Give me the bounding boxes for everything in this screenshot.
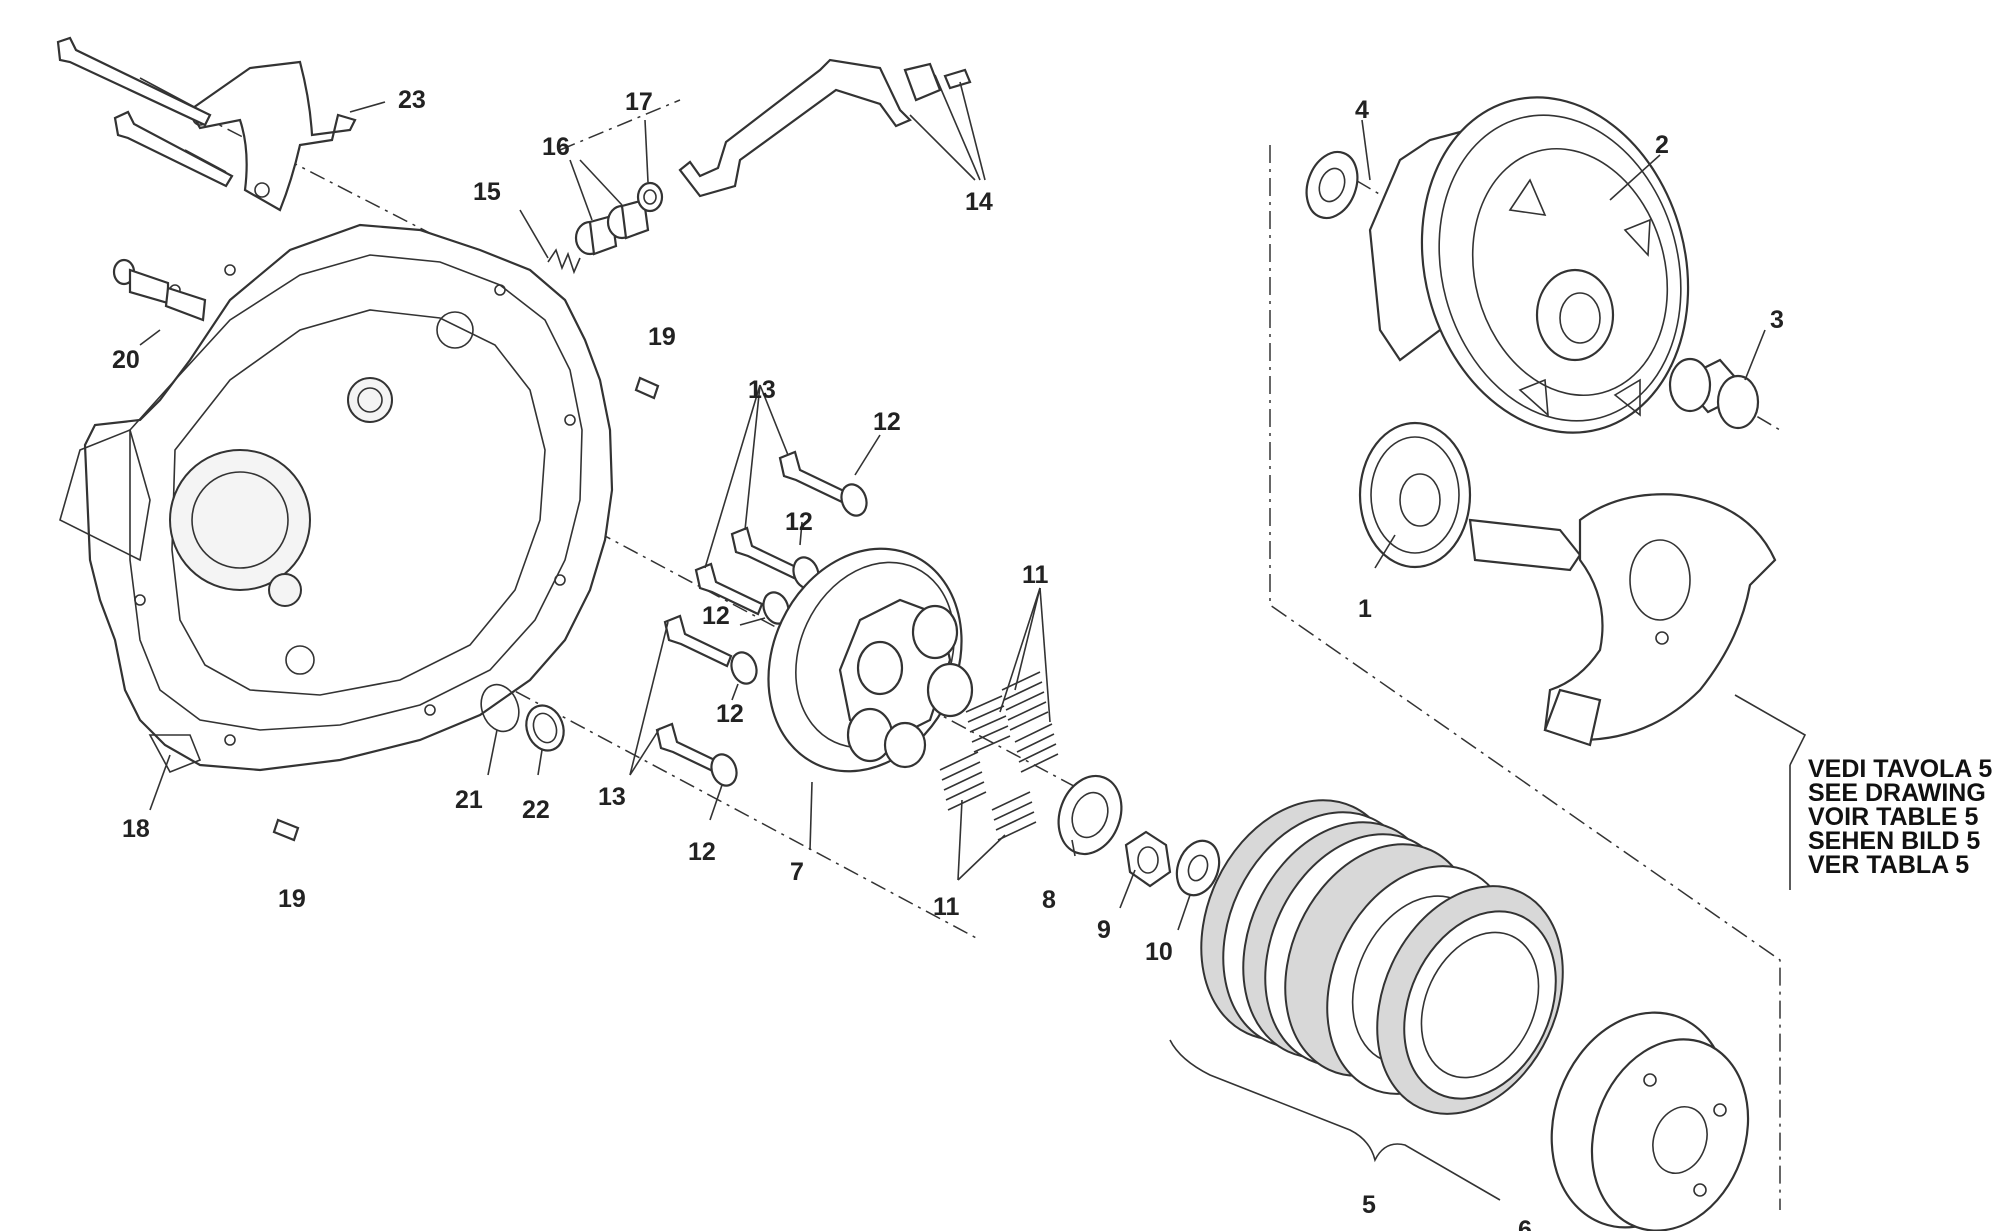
- bearing-8: [1057, 774, 1123, 856]
- callout-20: 20: [112, 346, 140, 374]
- callout-4: 4: [1355, 96, 1369, 124]
- callout-12-d: 12: [716, 700, 744, 728]
- springs-11: [939, 671, 1059, 841]
- nut-9: [1124, 830, 1172, 888]
- callout-14: 14: [965, 188, 993, 216]
- callout-5: 5: [1362, 1191, 1376, 1219]
- callout-17: 17: [625, 88, 653, 116]
- callout-15: 15: [473, 178, 501, 206]
- bushing-3: [1668, 357, 1760, 430]
- group-frame: [1269, 145, 1781, 1210]
- bolts-13: [655, 450, 848, 776]
- callout-6: 6: [1518, 1216, 1532, 1231]
- callout-numbers: 1 2 3 4 5 6 7 8 9 10 11 11 12 12 12 12 1…: [112, 86, 1784, 1231]
- callout-12-a: 12: [873, 408, 901, 436]
- washer-10: [1175, 839, 1221, 897]
- callout-18: 18: [122, 815, 150, 843]
- callout-9: 9: [1097, 916, 1111, 944]
- callout-19-top: 19: [648, 323, 676, 351]
- clutch-housing-2: [1368, 96, 1690, 434]
- callout-7: 7: [790, 858, 804, 886]
- callout-23: 23: [398, 86, 426, 114]
- thrust-washer-4: [1305, 150, 1359, 220]
- reference-line-en: SEE DRAWING: [1808, 779, 1986, 807]
- spring-15: [547, 248, 581, 275]
- pressure-plate-7: [767, 547, 974, 773]
- reference-line-es: VER TABLA 5: [1808, 851, 1969, 879]
- callout-1: 1: [1358, 595, 1372, 623]
- callout-8: 8: [1042, 886, 1056, 914]
- callout-2: 2: [1655, 131, 1669, 159]
- gear-1: [1358, 421, 1472, 569]
- reference-note-box: VEDI TAVOLA 5 SEE DRAWING VOIR TABLE 5 S…: [1789, 755, 1992, 890]
- callout-12-e: 12: [688, 838, 716, 866]
- callout-12-c: 12: [702, 602, 730, 630]
- callout-11-top: 11: [1022, 561, 1049, 589]
- lever-shaft-14: [678, 58, 972, 198]
- clutch-pack-5: [1200, 799, 1564, 1115]
- oring-21: [480, 683, 520, 733]
- callout-19-bottom: 19: [278, 885, 306, 913]
- callout-13-bottom: 13: [598, 783, 626, 811]
- clutch-hub-6: [1550, 1011, 1750, 1231]
- callout-12-b: 12: [785, 508, 813, 536]
- bolt-long-lower: [113, 110, 234, 188]
- reference-line-fr: VOIR TABLE 5: [1808, 803, 1978, 831]
- reference-line-it: VEDI TAVOLA 5: [1808, 755, 1992, 783]
- circlip-22: [525, 704, 565, 752]
- callout-22: 22: [522, 796, 550, 824]
- callout-11-bottom: 11: [933, 893, 960, 921]
- plug-20: [112, 258, 207, 322]
- leader-lines: [139, 74, 1807, 931]
- bracket-23: [188, 60, 357, 212]
- crankshaft-reference: [1468, 493, 1777, 747]
- callout-16: 16: [542, 133, 570, 161]
- dowel-19-upper: [634, 376, 660, 400]
- callout-21: 21: [455, 786, 483, 814]
- callout-3: 3: [1770, 306, 1784, 334]
- bushes-16: [574, 198, 650, 256]
- dowel-19-lower: [272, 818, 300, 842]
- reference-line-de: SEHEN BILD 5: [1808, 827, 1980, 855]
- callout-13-top: 13: [748, 376, 776, 404]
- callout-10: 10: [1145, 938, 1173, 966]
- bolt-long-upper: [56, 36, 212, 127]
- washer-17: [636, 181, 664, 213]
- bracket-5: [1169, 1039, 1501, 1201]
- clutch-cover-18: [59, 223, 614, 774]
